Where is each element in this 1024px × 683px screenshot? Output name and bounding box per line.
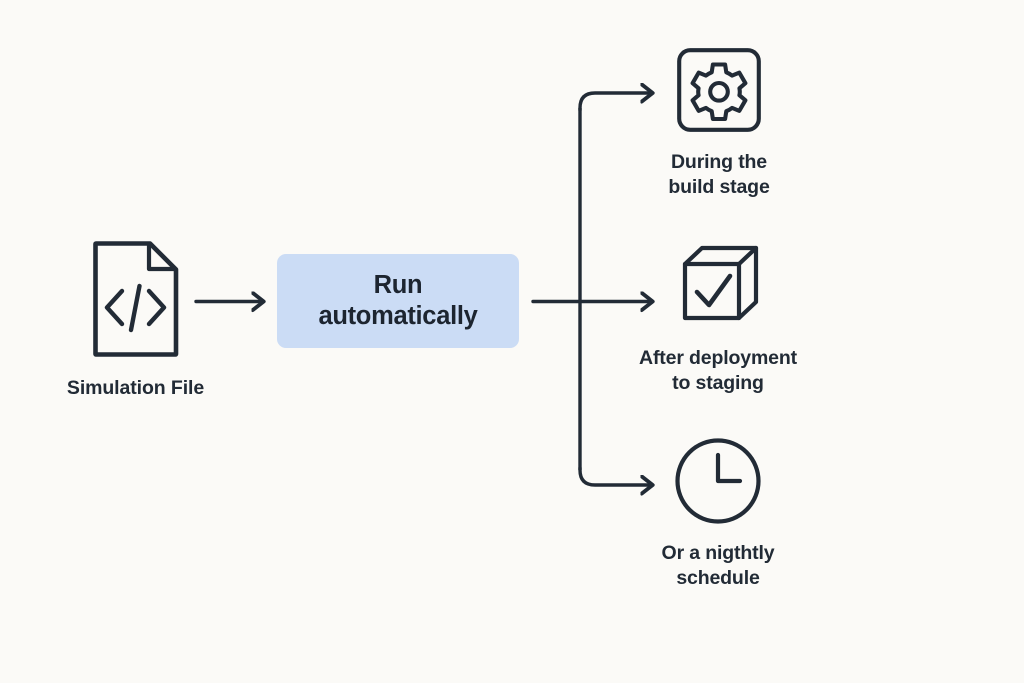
outcome-build-stage-label: During the build stage xyxy=(569,150,869,199)
outcome-after-deployment: After deployment to staging xyxy=(568,238,868,395)
outcome-label-line1: During the xyxy=(671,151,767,173)
process-label-line1: Run xyxy=(373,270,423,299)
outcome-after-deployment-label: After deployment to staging xyxy=(568,346,868,395)
cube-check-icon xyxy=(568,238,868,334)
outcome-label-line2: schedule xyxy=(676,566,760,589)
outcome-build-stage: During the build stage xyxy=(569,42,869,199)
process-box[interactable]: Run automatically xyxy=(277,254,519,348)
outcome-nightly-schedule: Or a nigthtly schedule xyxy=(568,433,868,590)
outcome-label-line2: build stage xyxy=(668,175,770,198)
source-label: Simulation File xyxy=(66,377,205,399)
gear-in-square-icon xyxy=(569,42,869,138)
clock-icon xyxy=(568,433,868,529)
outcome-label-line1: Or a nigthtly xyxy=(661,542,775,564)
outcome-nightly-schedule-label: Or a nigthtly schedule xyxy=(568,541,868,590)
process-label-line2: automatically xyxy=(318,302,478,330)
source-node: Simulation File xyxy=(54,238,217,400)
code-file-icon xyxy=(54,238,217,360)
outcome-label-line1: After deployment xyxy=(639,347,797,369)
process-label: Run automatically xyxy=(318,270,477,332)
outcome-label-line2: to staging xyxy=(672,371,764,394)
